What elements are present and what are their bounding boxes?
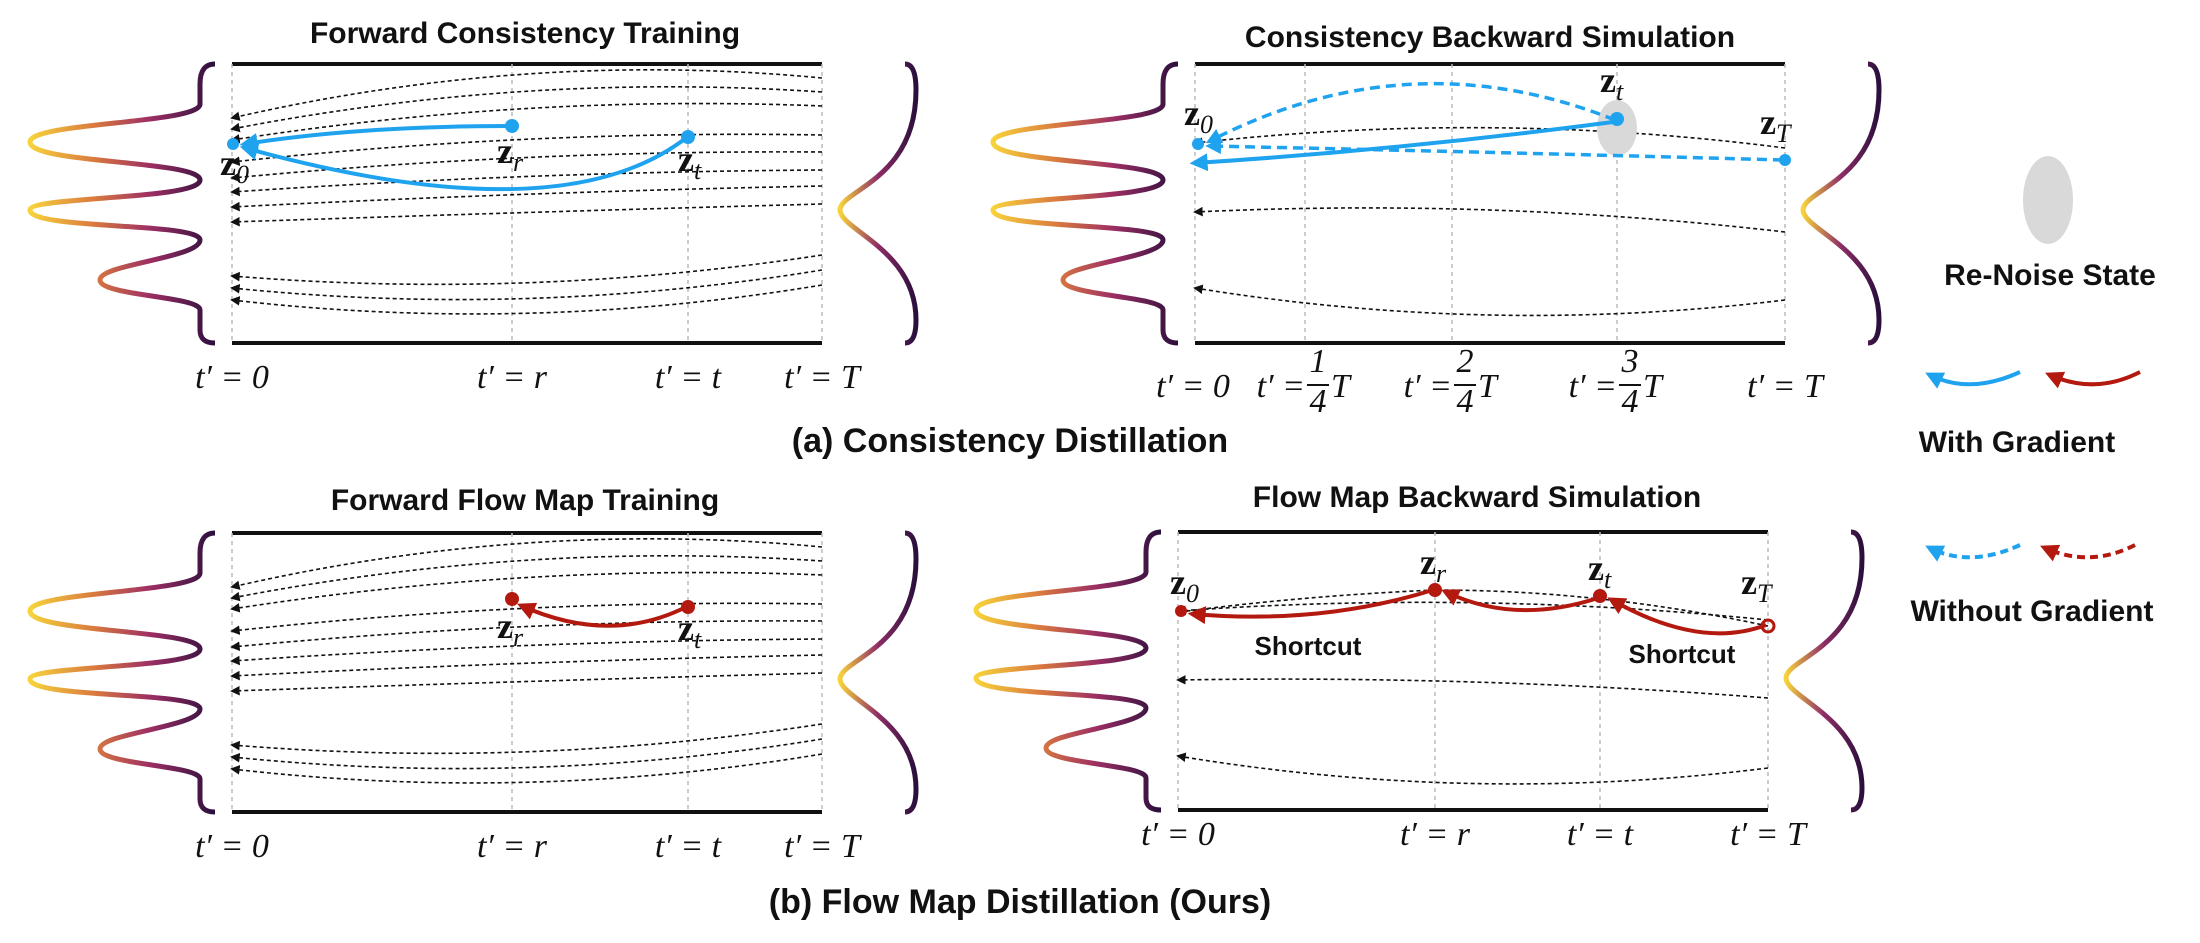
- shortcut-label: Shortcut: [1629, 639, 1736, 669]
- svg-text:t′ = r: t′ = r: [1400, 816, 1471, 853]
- svg-text:4: 4: [1457, 383, 1474, 420]
- svg-text:T: T: [1331, 368, 1352, 405]
- pf-ode-trajectories: [230, 69, 823, 315]
- time-axis-labels: t′ = 0 t′ = 1 4 T t′ = 2 4 T t′ = 3 4 T: [1156, 343, 1825, 420]
- svg-text:t′ = T: t′ = T: [1730, 816, 1808, 853]
- time-gridlines: [1177, 532, 1769, 810]
- data-distribution-curve: [990, 61, 1179, 346]
- svg-text:4: 4: [1310, 383, 1327, 420]
- svg-text:zt: zt: [678, 139, 702, 185]
- svg-text:zT: zT: [1760, 102, 1792, 148]
- caption-a: (a) Consistency Distillation: [792, 422, 1228, 460]
- state-labels: zr zt: [497, 606, 702, 654]
- noise-distribution-curve: [1800, 61, 1882, 346]
- legend-without-gradient: Without Gradient: [1910, 595, 2153, 628]
- svg-text:zt: zt: [678, 608, 702, 654]
- renoise-state-marker: [1597, 100, 1637, 156]
- svg-text:zT: zT: [1741, 562, 1773, 608]
- svg-text:T: T: [1643, 368, 1664, 405]
- time-axis-labels: t′ = 0 t′ = r t′ = t t′ = T: [195, 359, 862, 396]
- svg-text:4: 4: [1622, 383, 1639, 420]
- svg-text:T: T: [1478, 368, 1499, 405]
- svg-text:t′ =: t′ =: [1404, 368, 1452, 405]
- noise-distribution-curve: [1783, 529, 1865, 813]
- svg-text:2: 2: [1457, 343, 1474, 380]
- panel-title: Consistency Backward Simulation: [1245, 21, 1735, 54]
- time-gridlines: [1194, 64, 1786, 343]
- state-labels: z0 zt zT: [1184, 60, 1792, 148]
- svg-text:t′ = r: t′ = r: [477, 828, 548, 865]
- panel-title: Forward Flow Map Training: [331, 484, 719, 517]
- noise-distribution-curve: [837, 530, 919, 815]
- svg-text:1: 1: [1310, 343, 1327, 380]
- legend: Re-Noise State With Gradient Without Gra…: [1910, 156, 2156, 628]
- backward-simulation-arrows: [1189, 81, 1791, 172]
- panel-a-consistency-backward: Consistency Backward Simulation z0: [990, 21, 1882, 420]
- legend-renoise: Re-Noise State: [1944, 259, 2156, 292]
- svg-text:t′ = 0: t′ = 0: [1156, 368, 1230, 405]
- svg-text:t′ = 0: t′ = 0: [195, 828, 269, 865]
- svg-text:zr: zr: [497, 131, 524, 177]
- svg-text:t′ = t: t′ = t: [655, 359, 723, 396]
- data-distribution-curve: [27, 530, 216, 815]
- panel-b-forward-flow-map: Forward Flow Map Training: [27, 484, 919, 865]
- svg-text:t′ =: t′ =: [1569, 368, 1617, 405]
- data-distribution-curve: [973, 529, 1162, 813]
- consistency-gradient-arrows: [227, 119, 695, 192]
- pf-ode-trajectories: [230, 538, 823, 784]
- time-axis-labels: t′ = 0 t′ = r t′ = t t′ = T: [195, 828, 862, 865]
- renoise-legend-icon: [2023, 156, 2073, 244]
- panel-a-forward-consistency: Forward Consistency Training: [27, 17, 919, 396]
- without-gradient-icon: [1925, 543, 2136, 562]
- state-labels: z0 zr zt zT: [1170, 542, 1773, 608]
- svg-text:t′ = T: t′ = T: [784, 828, 862, 865]
- svg-text:t′ = 0: t′ = 0: [195, 359, 269, 396]
- svg-text:3: 3: [1621, 343, 1639, 380]
- pf-ode-trajectories: [1193, 126, 1786, 317]
- time-axis-labels: t′ = 0 t′ = r t′ = t t′ = T: [1141, 816, 1808, 853]
- svg-text:z0: z0: [1184, 93, 1213, 139]
- svg-text:zr: zr: [497, 606, 524, 652]
- svg-text:t′ = r: t′ = r: [477, 359, 548, 396]
- legend-with-gradient: With Gradient: [1919, 426, 2115, 459]
- with-gradient-icon: [1925, 370, 2141, 389]
- time-gridlines: [231, 533, 823, 812]
- flow-map-gradient-arrow: [505, 592, 695, 628]
- svg-text:zt: zt: [1588, 548, 1612, 594]
- svg-text:zr: zr: [1420, 542, 1447, 588]
- svg-text:zt: zt: [1600, 60, 1624, 106]
- shortcut-arrows: [1175, 583, 1776, 636]
- shortcut-label: Shortcut: [1255, 631, 1362, 661]
- time-gridlines: [231, 64, 823, 343]
- svg-text:t′ =: t′ =: [1257, 368, 1305, 405]
- tick-two-quarters: t′ = 2 4 T: [1404, 343, 1499, 420]
- data-distribution-curve: [27, 61, 216, 346]
- svg-text:t′ = t: t′ = t: [655, 828, 723, 865]
- panel-title: Forward Consistency Training: [310, 17, 740, 50]
- panel-title: Flow Map Backward Simulation: [1253, 481, 1701, 514]
- caption-b: (b) Flow Map Distillation (Ours): [769, 883, 1271, 921]
- svg-text:t′ = t: t′ = t: [1567, 816, 1635, 853]
- noise-distribution-curve: [837, 61, 919, 346]
- svg-text:z0: z0: [220, 143, 249, 189]
- tick-one-quarter: t′ = 1 4 T: [1257, 343, 1352, 420]
- reference-trajectory: [1179, 589, 1769, 627]
- svg-text:t′ = T: t′ = T: [1747, 368, 1825, 405]
- svg-text:t′ = 0: t′ = 0: [1141, 816, 1215, 853]
- svg-text:t′ = T: t′ = T: [784, 359, 862, 396]
- tick-three-quarters: t′ = 3 4 T: [1569, 343, 1664, 420]
- svg-text:z0: z0: [1170, 562, 1199, 608]
- state-labels: z0 zr zt: [220, 131, 702, 189]
- panel-b-flow-map-backward: Flow Map Backward Simulation z0: [973, 481, 1865, 853]
